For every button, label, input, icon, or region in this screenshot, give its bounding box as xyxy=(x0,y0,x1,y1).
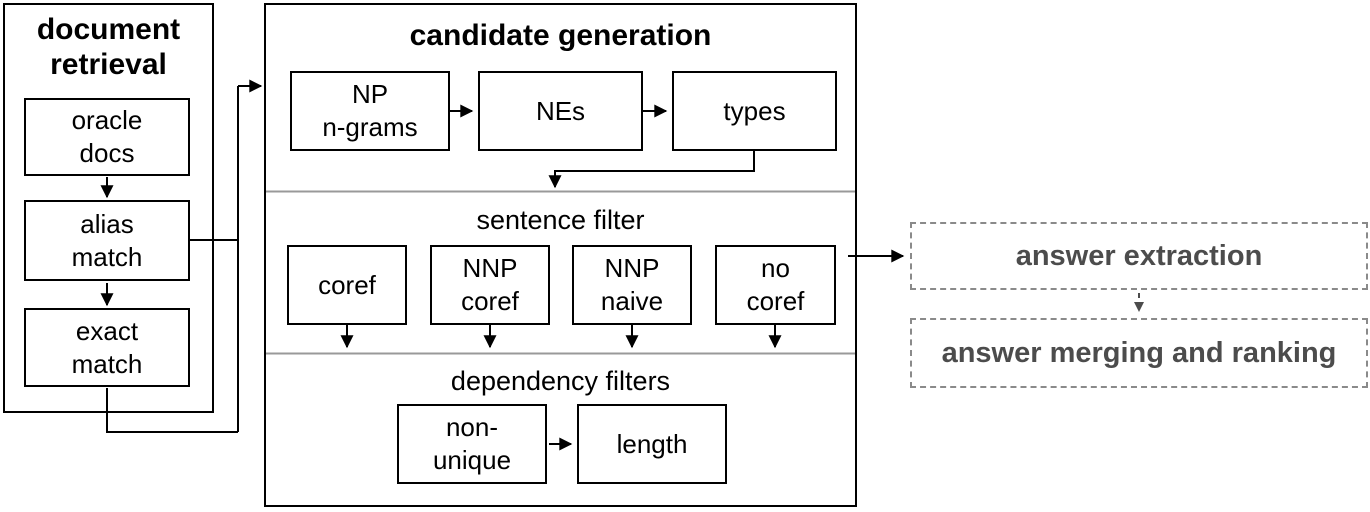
np-ngrams-box: NP n-grams xyxy=(290,71,450,151)
answer-extraction-box: answer extraction xyxy=(910,222,1368,290)
np-ngrams-line1: NP xyxy=(351,79,389,109)
dependency-filters-title: dependency filters xyxy=(450,366,671,396)
document-retrieval-panel xyxy=(3,3,214,413)
oracle-docs-box: oracle docs xyxy=(24,98,190,176)
nnp-coref-line2: coref xyxy=(461,286,519,316)
types-box: types xyxy=(672,71,837,151)
nes-box: NEs xyxy=(478,71,643,151)
oracle-docs-line1: oracle xyxy=(71,105,143,135)
arrow-types-to-sentence-filter xyxy=(548,151,755,189)
nnp-naive-line2: naive xyxy=(600,286,664,316)
sentence-filter-title: sentence filter xyxy=(476,205,645,235)
answer-merging-ranking-box: answer merging and ranking xyxy=(910,318,1368,388)
non-unique-box: non- unique xyxy=(397,404,547,484)
document-retrieval-title-line1: document xyxy=(36,13,181,46)
nnp-naive-line1: NNP xyxy=(604,253,660,283)
section-dividers xyxy=(266,190,855,355)
non-unique-line1: non- xyxy=(445,412,499,442)
nnp-coref-box: NNP coref xyxy=(430,245,550,325)
document-retrieval-title-line2: retrieval xyxy=(50,48,167,81)
alias-match-line2: match xyxy=(71,241,143,272)
length-box: length xyxy=(577,404,727,484)
candidate-generation-title: candidate generation xyxy=(409,19,712,52)
no-coref-box: no coref xyxy=(715,245,836,325)
no-coref-line1: no xyxy=(761,253,790,283)
np-ngrams-line2: n-grams xyxy=(322,112,418,142)
solid-connectors xyxy=(100,79,905,451)
document-retrieval-title: document retrieval xyxy=(3,12,214,82)
exact-match-box: exact match xyxy=(24,308,190,387)
nnp-coref-line1: NNP xyxy=(462,253,518,283)
line-exact-to-bus xyxy=(106,388,238,433)
alias-match-box: alias match xyxy=(24,200,190,281)
no-coref-line2: coref xyxy=(746,286,805,316)
exact-match-line2: match xyxy=(71,348,143,379)
nnp-naive-box: NNP naive xyxy=(572,245,692,325)
coref-box: coref xyxy=(287,245,407,325)
non-unique-line2: unique xyxy=(432,445,512,475)
exact-match-line1: exact xyxy=(75,315,139,346)
oracle-docs-line2: docs xyxy=(79,138,135,168)
alias-match-line1: alias xyxy=(80,208,134,239)
